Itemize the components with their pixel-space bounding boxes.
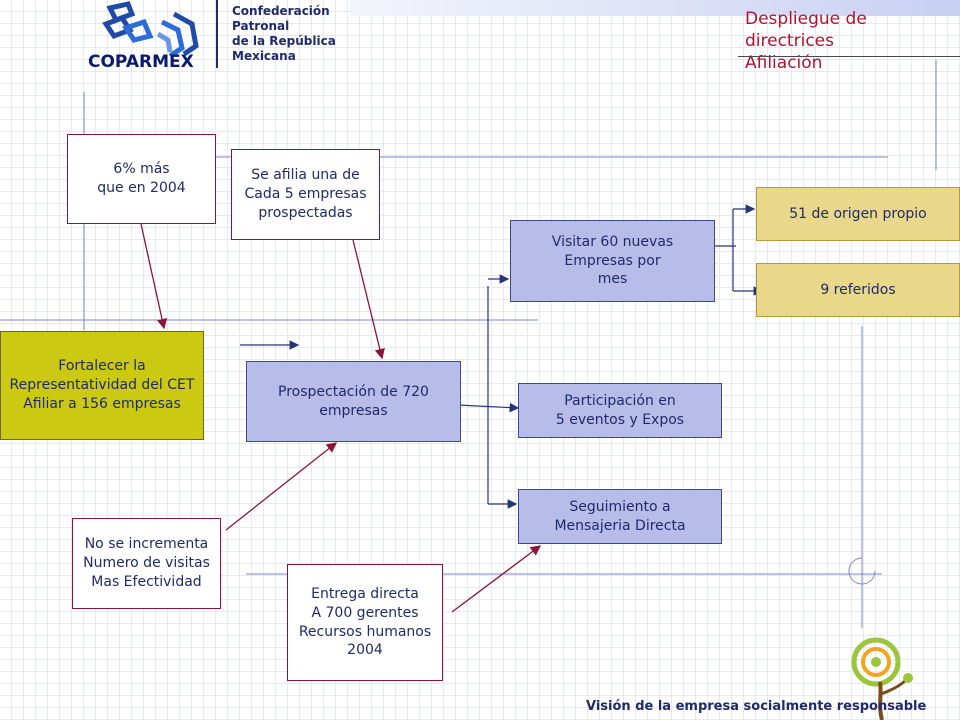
- org-name: Confederación Patronal de la República M…: [232, 4, 336, 64]
- visits-note: No se incrementa Numero de visitas Mas E…: [72, 518, 221, 609]
- own-origin-box: 51 de origen propio: [756, 187, 960, 241]
- title-underline: [738, 56, 960, 57]
- tree-logo-icon: [851, 637, 913, 720]
- coparmex-logo: COPARMEX Confederación Patronal de la Re…: [70, 0, 360, 72]
- arrow-delivery-to-follow-up: [451, 545, 542, 613]
- title-line-1: Despliegue de directrices: [745, 9, 867, 52]
- growth-note: 6% más que en 2004: [67, 134, 216, 224]
- coparmex-emblem-icon: COPARMEX: [88, 1, 199, 72]
- events-box: Participación en 5 eventos y Expos: [518, 383, 722, 438]
- follow-up-box: Seguimiento a Mensajeria Directa: [518, 489, 722, 544]
- org-line-2: Patronal: [232, 19, 290, 33]
- org-line-1: Confederación: [232, 4, 330, 18]
- title-line-2: Afiliación: [745, 53, 823, 74]
- footer-tagline: Visión de la empresa socialmente respons…: [586, 699, 927, 714]
- org-line-4: Mexicana: [232, 49, 296, 63]
- brand-name: COPARMEX: [88, 52, 194, 72]
- visit-box: Visitar 60 nuevas Empresas por mes: [510, 220, 715, 302]
- main-goal-box: Fortalecer la Representatividad del CET …: [0, 331, 204, 440]
- prospecting-box: Prospectación de 720 empresas: [246, 361, 461, 442]
- arrow-visits-to-prospecting: [225, 442, 338, 531]
- referrals-box: 9 referidos: [756, 263, 960, 317]
- arrow-growth-to-goal: [140, 223, 168, 330]
- header-gradient-band: [350, 0, 960, 16]
- delivery-note: Entrega directa A 700 gerentes Recursos …: [287, 564, 443, 681]
- org-line-3: de la República: [232, 34, 336, 48]
- page-title: Despliegue de directrices Afiliación: [745, 8, 960, 74]
- ratio-note: Se afilia una de Cada 5 empresas prospec…: [231, 149, 380, 240]
- arrow-ratio-to-prospecting: [352, 239, 385, 360]
